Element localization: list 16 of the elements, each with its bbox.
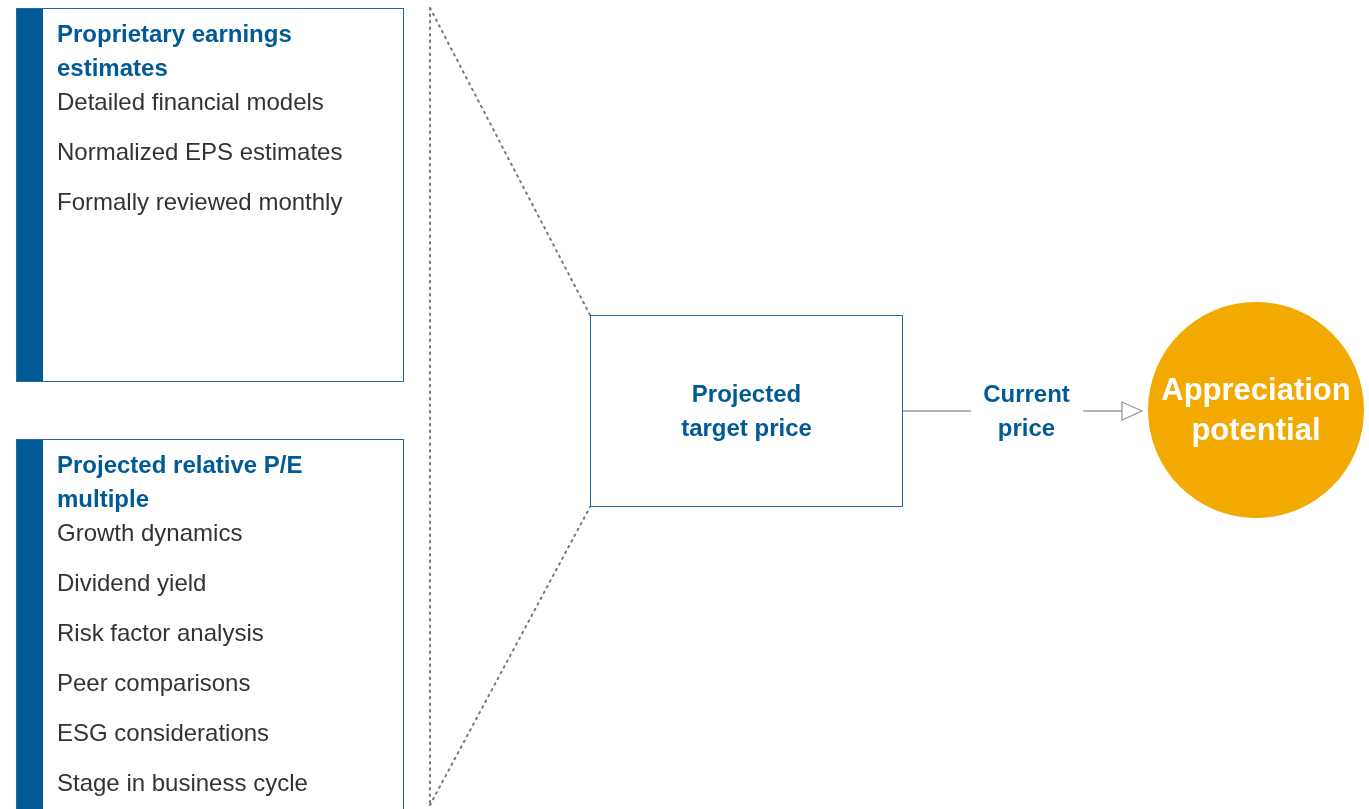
factor-item: Detailed financial models <box>57 87 324 117</box>
factor-item: Stage in business cycle <box>57 768 308 798</box>
circle-label: Appreciation potential <box>1160 371 1352 449</box>
input-card <box>16 8 404 382</box>
factor-item: ESG considerations <box>57 718 270 748</box>
factor-item: Peer comparisons <box>57 668 251 698</box>
process-box <box>590 315 903 507</box>
card-heading: Proprietary earnings estimates <box>57 19 293 83</box>
factor-item: Formally reviewed monthly <box>57 187 343 217</box>
factor-item: Dividend yield <box>57 568 207 598</box>
card-heading: Projected relative P/E multiple <box>57 450 304 514</box>
factor-item: Normalized EPS estimates <box>57 137 343 167</box>
box-label: Projected target price <box>680 379 813 443</box>
input-card <box>16 439 404 809</box>
factor-item: Risk factor analysis <box>57 618 264 648</box>
factor-item: Growth dynamics <box>57 518 243 548</box>
